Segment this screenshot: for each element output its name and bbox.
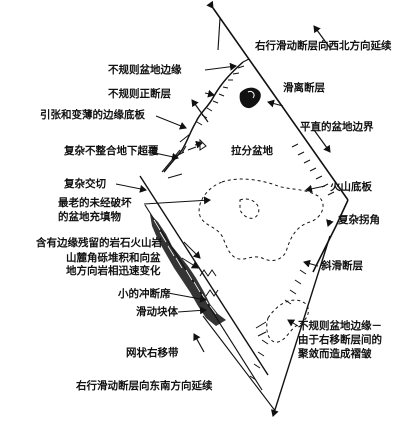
label-extension-thinning-floor: 引张和变薄的边缘底板 (40, 109, 145, 121)
southern-fold-outline (255, 299, 309, 343)
volcanic-floor-outline (198, 178, 324, 261)
label-irregular-margin2-line2: 由于右移断层间的 (298, 334, 382, 346)
label-complex-bend: 复杂拐角 (338, 214, 380, 226)
east-boundary-ticks (249, 143, 335, 381)
label-complex-onlap: 复杂不整合地下超覆 (64, 145, 159, 157)
label-slide-block: 滑动块体 (136, 306, 178, 318)
label-se-extension: 右行滑动断层向东南方向延续 (76, 380, 213, 392)
label-small-thrust: 小的冲断席 (118, 288, 171, 300)
label-irregular-margin: 不规则盆地边缘 (108, 64, 182, 76)
label-irregular-normal-fault: 不规则正断层 (108, 88, 171, 100)
fault-line-ne (206, 0, 349, 417)
label-rhyolite-remnant: 含有边缘残留的岩石火山岩 (36, 237, 162, 249)
label-oblique-fault: 斜滑断层 (321, 260, 363, 272)
leader-lines (115, 62, 334, 327)
label-breccia-line2: 地方向岩相迅速变化 (66, 265, 161, 277)
label-oldest-fill-line1: 最老的未经破坏 (58, 197, 132, 209)
label-reticulate-dextral: 网状右移带 (126, 347, 179, 359)
label-oldest-fill-line2: 的盆地充填物 (58, 211, 121, 223)
label-nw-extension: 右行滑动断层向西北方向延续 (255, 40, 392, 52)
label-detachment-fault: 滑离断层 (283, 82, 325, 94)
shear-arrows (191, 25, 331, 353)
detachment-blob (239, 87, 261, 109)
label-irregular-margin2-line3: 聚敛而造成褶皱 (298, 348, 372, 360)
label-irregular-margin2-line1: 不规则盆地边缘－ (298, 320, 382, 332)
label-straight-boundary: 平直的盆地边界 (300, 121, 374, 133)
label-complex-intercut: 复杂交切 (64, 178, 106, 190)
label-volcanic-floor: 火山底板 (330, 181, 372, 193)
label-breccia-line1: 山麓角砾堆积和向盆 (66, 252, 161, 264)
label-pull-apart-basin: 拉分盆地 (231, 145, 273, 157)
